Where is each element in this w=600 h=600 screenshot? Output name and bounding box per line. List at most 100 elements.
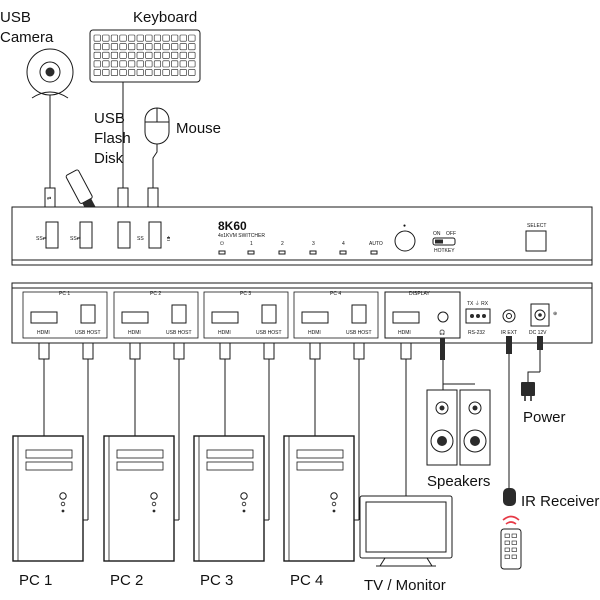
hdmi-plug [219, 342, 231, 360]
keyboard-key [110, 43, 118, 51]
svg-text:SS: SS [137, 236, 144, 242]
model-label: 4x1KVM SWITCHER [218, 233, 265, 239]
keyboard-key [136, 69, 144, 76]
pc-power-button [240, 492, 248, 500]
keyboard-key [188, 69, 196, 76]
ir-sensor-dot: ● [403, 223, 406, 229]
pc-led [331, 501, 337, 507]
brand-logo: 8K60 [218, 219, 247, 233]
usb-host-port [80, 304, 96, 324]
pc-led [60, 501, 66, 507]
keyboard-key [110, 34, 118, 42]
keyboard-key [171, 69, 179, 76]
usb-plug [353, 342, 365, 360]
usb-plug [82, 342, 94, 360]
keyboard-key [188, 43, 196, 51]
led-label-auto: AUTO [369, 241, 383, 247]
keyboard-key [136, 60, 144, 68]
remote-button [511, 554, 517, 559]
usb-camera-label-line1: USB [0, 9, 31, 26]
svg-text:⇄: ⇄ [47, 196, 51, 202]
pc-led [242, 509, 246, 513]
keyboard-key [188, 60, 196, 68]
usb-host-port [171, 304, 187, 324]
remote-control-icon [500, 515, 522, 570]
speakers-icon [426, 383, 491, 466]
pc-drive-bay [25, 461, 73, 471]
keyboard-key [145, 34, 153, 42]
hdmi-port [30, 311, 58, 324]
usb-host-port [261, 304, 277, 324]
ir-sensor-window [394, 230, 416, 252]
keyboard-key [136, 51, 144, 59]
rear-pc-group-label: PC 4 [330, 291, 341, 297]
select-button[interactable] [525, 230, 547, 252]
keyboard-key [93, 51, 101, 59]
keyboard-key [145, 69, 153, 76]
hdmi-plug [309, 342, 321, 360]
keyboard-key [171, 51, 179, 59]
svg-text:SS⇄: SS⇄ [36, 236, 47, 242]
usb-plug-camera-icon: ⇄ [44, 187, 56, 209]
keyboard-key [110, 69, 118, 76]
keyboard-key [110, 60, 118, 68]
keyboard-key [128, 34, 136, 42]
pc-led [332, 509, 336, 513]
keyboard-key [145, 60, 153, 68]
remote-button [504, 533, 510, 538]
keyboard-key [119, 43, 127, 51]
remote-button [504, 540, 510, 545]
power-cable [527, 336, 543, 382]
keyboard-key [110, 51, 118, 59]
pc-power-button [59, 492, 67, 500]
keyboard-key [128, 60, 136, 68]
keyboard-key [162, 51, 170, 59]
mouse-icon [144, 107, 170, 190]
keyboard-key [188, 51, 196, 59]
rs232-txrx-label: TX ⏚ RX [467, 300, 489, 307]
pc-drive-bay [206, 449, 254, 459]
keyboard-key [153, 43, 161, 51]
keyboard-key [179, 51, 187, 59]
display-hdmi-label: HDMI [398, 330, 411, 336]
keyboard-key [102, 69, 110, 76]
keyboard-key [179, 34, 187, 42]
usb-flash-label-line2: Flash [94, 130, 131, 147]
hdmi-plug [129, 342, 141, 360]
pc-led [61, 509, 65, 513]
svg-text:🖱: 🖱 [167, 236, 170, 242]
ir-receiver-icon [503, 488, 516, 506]
keyboard-key [136, 34, 144, 42]
pc-drive-bay [296, 461, 344, 471]
hdmi-port-label: HDMI [218, 330, 231, 336]
pc-power-button [150, 492, 158, 500]
pc-label: PC 1 [19, 572, 52, 589]
remote-button [504, 554, 510, 559]
tv-monitor-icon [359, 495, 453, 567]
led-label-4: 4 [342, 241, 345, 247]
keyboard-key [153, 34, 161, 42]
keyboard-key [128, 43, 136, 51]
ir-ext-label: IR EXT [501, 330, 517, 336]
keyboard-key [128, 69, 136, 76]
keyboard-key [119, 60, 127, 68]
rear-pc-group-label: PC 3 [240, 291, 251, 297]
pc-led [151, 501, 157, 507]
keyboard-key [119, 69, 127, 76]
keyboard-key [162, 34, 170, 42]
keyboard-key [93, 43, 101, 51]
remote-button [504, 547, 510, 552]
keyboard-key [153, 69, 161, 76]
pc-drive-bay [296, 449, 344, 459]
power-led-symbol: ⏻ [220, 241, 224, 247]
keyboard-key [179, 60, 187, 68]
hdmi-port-label: HDMI [128, 330, 141, 336]
pc-led [152, 509, 156, 513]
keyboard-key [145, 51, 153, 59]
keyboard-key [153, 51, 161, 59]
led-label-3: 3 [312, 241, 315, 247]
webcam-icon [26, 48, 74, 188]
keyboard-key [93, 60, 101, 68]
headphone-icon: 🎧 [439, 329, 445, 336]
